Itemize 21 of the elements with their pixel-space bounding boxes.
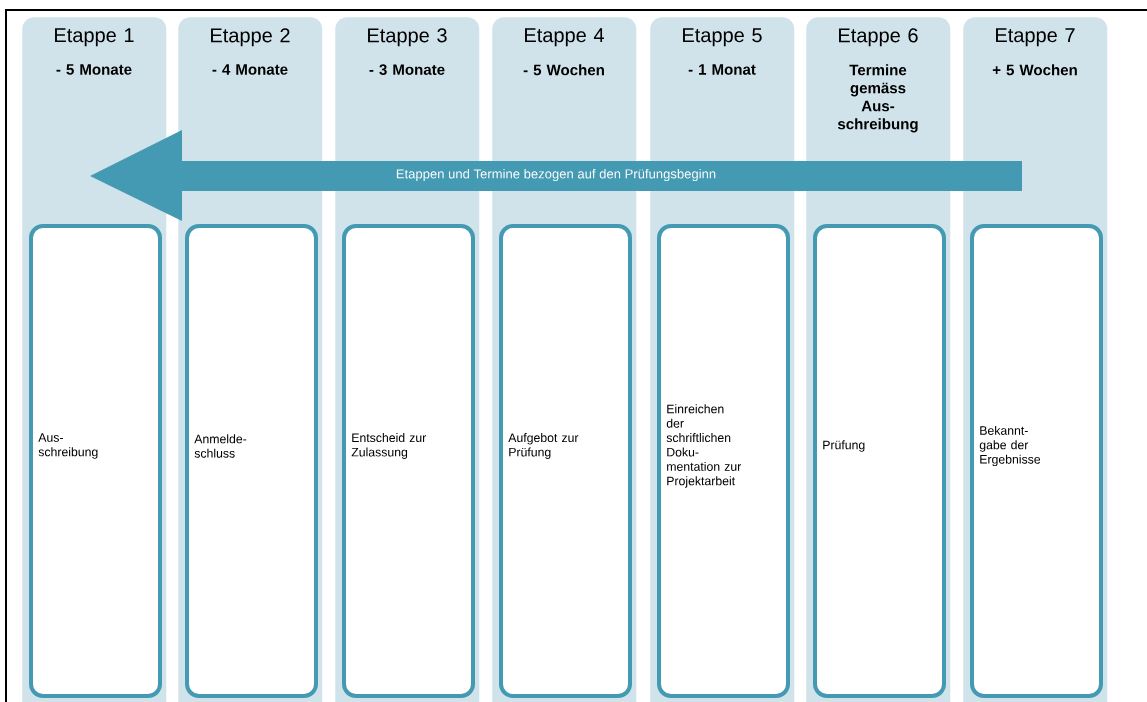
stage-timing: - 5 Wochen [523,64,604,76]
stage-title: Etappe 6 [839,28,918,47]
stage-timing: - 4 Monate [212,64,288,75]
step-box: Einreichen der schriftlichen Doku-mentation zur Projektarbeit [657,224,790,698]
step-box: Entscheid zur Zulassung [342,224,475,698]
stage-title: Etappe 3 [368,28,447,47]
stage-title: Etappe 1 [55,28,134,47]
stage-timing: + 5 Wochen [992,64,1077,76]
stage-title: Etappe 4 [525,28,604,47]
step-box: Aufgebot zur Prüfung [499,224,632,698]
stage-timing: - 3 Monate [369,64,445,75]
stage-title: Etappe 5 [683,28,762,47]
stage-timing: - 5 Monate [56,64,132,75]
step-box: Bekannt-gabe der Ergebnisse [970,224,1103,698]
step-box: Aus-schreibung [29,224,162,698]
step-box: Prüfung [813,224,946,698]
stage-timing: Termine gemäss Aus-schreibung [837,64,918,133]
step-box: Anmelde-schluss [185,224,318,698]
stage-title: Etappe 7 [996,28,1075,47]
stage-timing: - 1 Monat [688,64,756,75]
stage-title: Etappe 2 [211,28,290,47]
